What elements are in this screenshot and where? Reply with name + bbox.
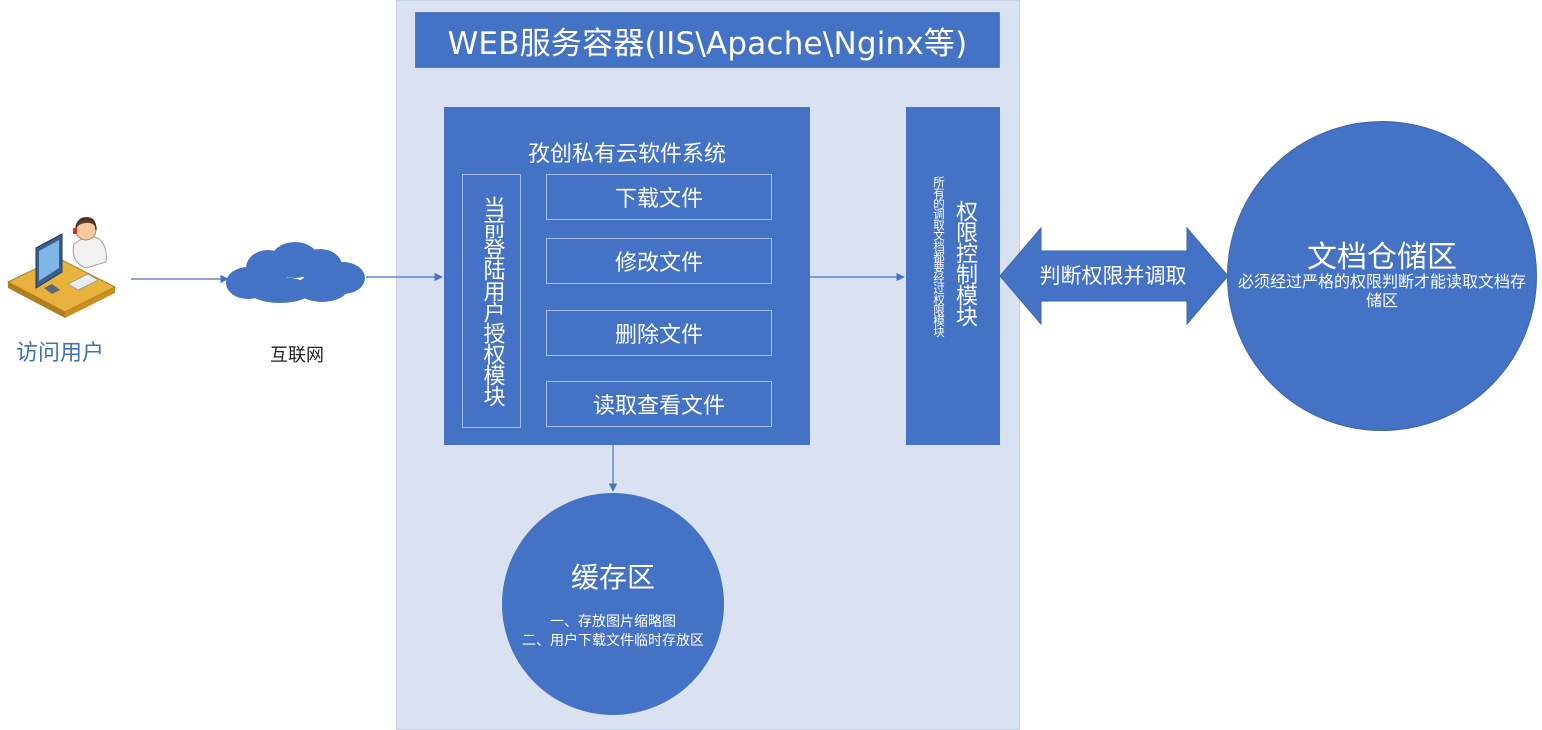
cache-line-2: 二、用户下载文件临时存放区 [522, 632, 704, 649]
double-arrow [999, 226, 1229, 326]
storage-desc: 必须经过严格的权限判断才能读取文档存储区 [1237, 272, 1526, 311]
cache-desc: 一、存放图片缩略图 二、用户下载文件临时存放区 [502, 613, 724, 651]
op-download: 下载文件 [546, 174, 772, 220]
op-modify: 修改文件 [546, 238, 772, 284]
storage-circle [1227, 121, 1537, 431]
auth-module: 当前登陆用户授权模块 [462, 174, 521, 428]
internet-label: 互联网 [270, 345, 324, 366]
permission-module [906, 107, 1000, 445]
storage-title: 文档仓储区 [1307, 240, 1457, 275]
op-delete: 删除文件 [546, 310, 772, 356]
user-computer-icon [6, 217, 117, 318]
system-title: 孜创私有云软件系统 [527, 142, 726, 167]
web-container-title: WEB服务容器(IIS\Apache\Nginx等) [415, 12, 1000, 68]
cache-line-1: 一、存放图片缩略图 [550, 614, 676, 630]
cache-circle [502, 493, 724, 715]
user-label: 访问用户 [15, 341, 104, 366]
cloud-icon [226, 242, 365, 303]
op-read: 读取查看文件 [546, 381, 772, 427]
permission-note: 所有的调取文档都要经过权限模块 [932, 176, 946, 337]
cache-title: 缓存区 [570, 561, 655, 594]
double-arrow-label: 判断权限并调取 [1039, 264, 1187, 288]
auth-module-label: 当前登陆用户授权模块 [479, 196, 505, 406]
permission-title: 权限控制模块 [952, 200, 977, 326]
